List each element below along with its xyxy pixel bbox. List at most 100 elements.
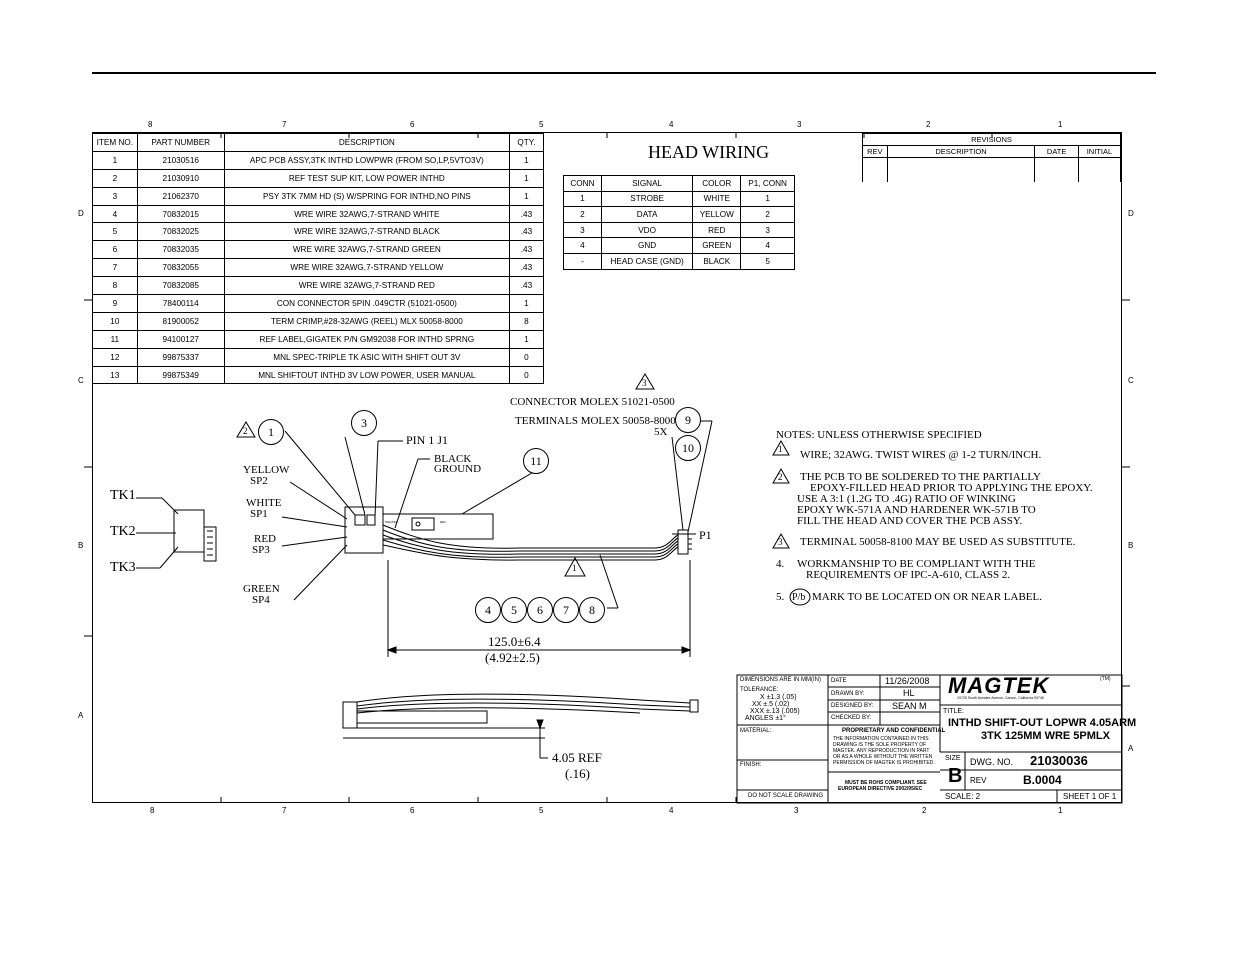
note-2-line-4: EPOXY WK-571A AND HARDENER WK-571B TO [797, 504, 1036, 516]
tb-tol-x: X ±1.3 (.05) [760, 694, 797, 701]
sp4-label: SP4 [252, 594, 270, 606]
zone-row-right-b: B [1128, 541, 1134, 550]
tb-proprietary-title: PROPRIETARY AND CONFIDENTIAL [842, 728, 946, 734]
zone-col-top-5: 5 [539, 120, 544, 129]
tb-dwg-label: DWG. NO. [970, 757, 1013, 767]
tk2-label: TK2 [110, 524, 136, 539]
tb-proprietary-5: PERMISSION OF MAGTEK IS PROHIBITED. [833, 760, 935, 766]
yellow-label: YELLOW [243, 464, 290, 476]
revisions-table: REVISIONS REV DESCRIPTION DATE INITIAL [862, 133, 1122, 182]
length-dimension [386, 560, 692, 657]
magtek-logo-tm: (TM) [1100, 676, 1111, 682]
revisions-header-row: REV DESCRIPTION DATE INITIAL [862, 145, 1122, 158]
flag-2-drawing: 2 [243, 426, 248, 436]
tb-dwg-number: 21030036 [1030, 753, 1088, 768]
zone-col-bottom-1: 1 [1058, 806, 1063, 815]
pcb-label-text2: REV [440, 520, 447, 524]
flag-2-note: 2 [778, 472, 783, 482]
zone-col-bottom-2: 2 [922, 806, 927, 815]
note-5-number: 5. [776, 591, 785, 603]
revisions-blank-rev [862, 157, 888, 182]
zone-col-top-8: 8 [148, 120, 153, 129]
tb-do-not-scale: DO NOT SCALE DRAWING [748, 793, 824, 799]
tb-designed: SEAN M [892, 701, 927, 711]
drawing-title-line-1: INTHD SHIFT-OUT LOPWR 4.05ARM [948, 717, 1137, 729]
tb-scale: SCALE: 2 [945, 792, 981, 801]
bom-cell-part: 99875349 [136, 365, 225, 385]
tb-proprietary-2: DRAWING IS THE SOLE PROPERTY OF [833, 742, 927, 748]
zone-row-left-c: C [78, 376, 84, 385]
harness-main [281, 420, 713, 609]
wiring-cell-color: BLACK [692, 252, 742, 270]
revisions-header-rev: REV [862, 145, 888, 158]
tb-drawn-label: DRAWN BY: [831, 691, 865, 697]
title-block-lines [736, 674, 1123, 804]
balloon-7: 7 [553, 597, 579, 623]
revisions-blank-row [862, 157, 1122, 182]
red-label: RED [254, 533, 276, 545]
zone-row-left-a: A [78, 711, 84, 720]
note-2-line-2: EPOXY-FILLED HEAD PRIOR TO APPLYING THE … [810, 482, 1093, 494]
note-3: TERMINAL 50058-8100 MAY BE USED AS SUBST… [800, 536, 1076, 548]
balloon-8: 8 [579, 597, 605, 623]
zone-ticks [84, 132, 1130, 803]
note-2-line-3: USE A 3:1 (1.2G TO .4G) RATIO OF WINKING [797, 493, 1016, 505]
white-label: WHITE [246, 497, 282, 509]
balloon-6: 6 [527, 597, 553, 623]
magtek-address: 20725 South Annalee Avenue, Carson, Cali… [957, 696, 1044, 700]
tb-proprietary-4: OR AS A WHOLE WITHOUT THE WRITTEN [833, 754, 933, 760]
zone-row-left-b: B [78, 541, 84, 550]
tb-rohs-1: MUST BE ROHS COMPLIANT. SEE [845, 780, 927, 786]
zone-col-bottom-8: 8 [150, 806, 155, 815]
balloon-5: 5 [501, 597, 527, 623]
tb-date-label: DATE [831, 678, 847, 684]
length-dim-in: (4.92±2.5) [485, 650, 540, 665]
zone-col-top-6: 6 [410, 120, 415, 129]
arm-ref-in: (.16) [565, 766, 590, 781]
zone-col-top-7: 7 [282, 120, 287, 129]
zone-col-top-4: 4 [669, 120, 674, 129]
bom-cell-qty: .43 [508, 276, 545, 296]
wiring-cell-signal: HEAD CASE (GND) [600, 252, 694, 270]
balloon-9: 9 [675, 407, 701, 433]
balloon-1: 1 [258, 419, 284, 445]
pcb-label-text1: MAGTEK [385, 520, 398, 524]
note-2-line-5: FILL THE HEAD AND COVER THE PCB ASSY. [797, 515, 1023, 527]
balloon-11: 11 [523, 448, 549, 474]
zone-col-bottom-5: 5 [539, 806, 544, 815]
tb-tolerance: TOLERANCE: [740, 687, 779, 693]
zone-col-bottom-7: 7 [282, 806, 287, 815]
flag-1-drawing: 1 [572, 563, 577, 573]
tb-size-label: SIZE [945, 755, 961, 762]
note-5-symbol: P/b [792, 592, 806, 603]
sp3-label: SP3 [252, 544, 270, 556]
revisions-blank-initial [1077, 157, 1122, 182]
connector-callout: CONNECTOR MOLEX 51021-0500 [510, 396, 675, 408]
zone-col-top-2: 2 [926, 120, 931, 129]
tb-material: MATERIAL: [740, 728, 772, 734]
revisions-blank-description [886, 157, 1036, 182]
bom-cell-qty: .43 [508, 222, 545, 242]
tb-size: B [948, 765, 963, 787]
zone-col-bottom-4: 4 [669, 806, 674, 815]
tb-dims-label: DIMENSIONS ARE IN MM(IN) [740, 677, 822, 683]
balloon-4: 4 [475, 597, 501, 623]
green-label: GREEN [243, 583, 280, 595]
tk1-label: TK1 [110, 488, 136, 503]
balloon-10: 10 [675, 435, 701, 461]
read-head [136, 497, 217, 569]
p1-label: P1 [699, 528, 712, 542]
bom-cell-qty: 1 [508, 168, 545, 188]
zone-row-right-a: A [1128, 744, 1134, 753]
zone-col-bottom-6: 6 [410, 806, 415, 815]
